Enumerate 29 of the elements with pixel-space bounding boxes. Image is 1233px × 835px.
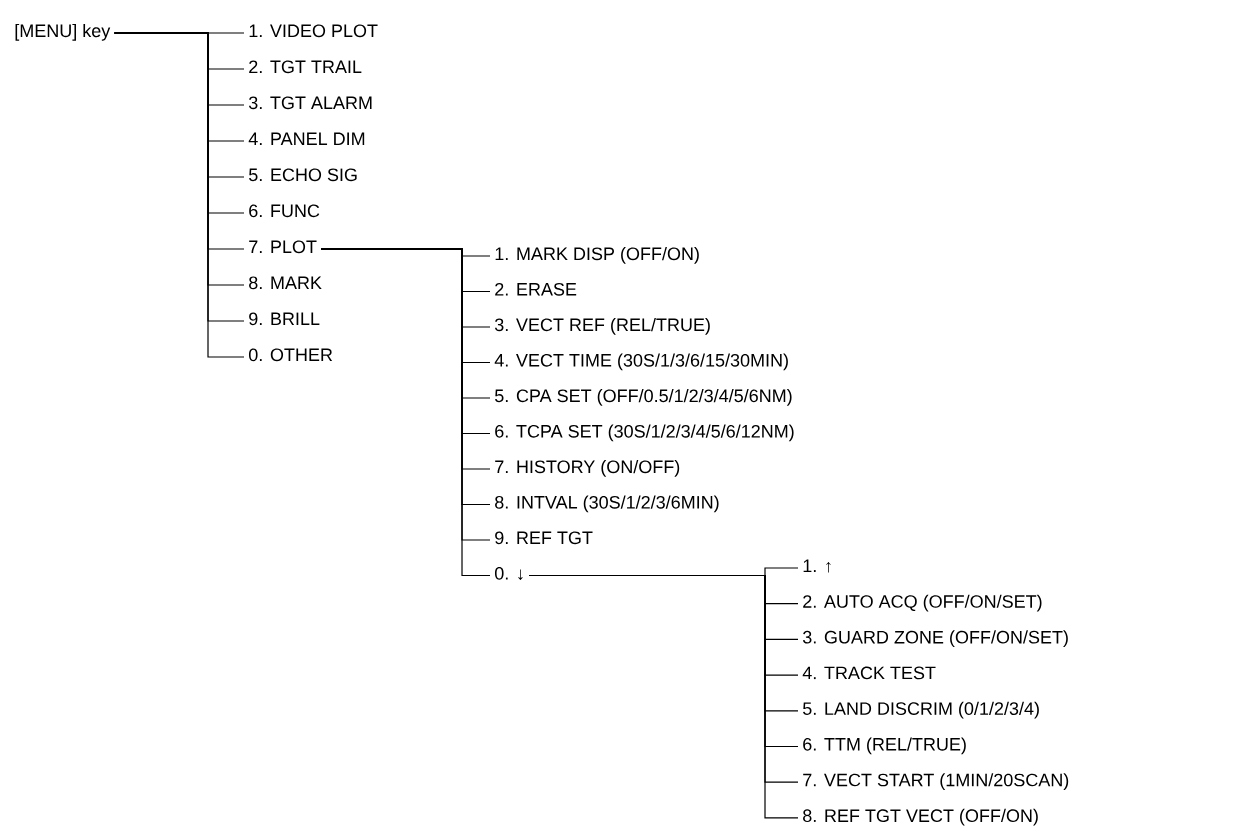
menu-item: 7. VECT START (1MIN/20SCAN): [803, 773, 1069, 790]
menu-item: 3. VECT REF (REL/TRUE): [494, 317, 710, 335]
menu-item: 1. VIDEO PLOT: [249, 24, 378, 38]
menu-item: 1. ↑: [803, 559, 831, 573]
menu-item: 0. ↓: [495, 566, 523, 581]
menu-item: 1. MARK DISP (OFF/ON): [495, 246, 699, 264]
menu-item: 4. TRACK TEST: [802, 666, 936, 680]
menu-item: 3. GUARD ZONE (OFF/ON/SET): [802, 630, 1068, 648]
menu-item: 8. MARK: [249, 276, 322, 290]
menu-item: 9. BRILL: [249, 312, 320, 326]
menu-item: 8. INTVAL (30S/1/2/3/6MIN): [495, 495, 719, 513]
menu-item: 2. TGT TRAIL: [249, 60, 362, 74]
menu-item: 5. LAND DISCRIM (0/1/2/3/4): [803, 701, 1039, 719]
menu-item: 2. ERASE: [495, 282, 577, 296]
menu-item: 4. PANEL DIM: [248, 132, 365, 145]
menu-item: 0. OTHER: [249, 348, 333, 362]
menu-item: [MENU] key: [15, 23, 111, 41]
menu-item: 8. REF TGT VECT (OFF/ON): [803, 808, 1038, 826]
menu-item: 9. REF TGT: [495, 531, 593, 545]
menu-item: 2. AUTO ACQ (OFF/ON/SET): [803, 594, 1042, 612]
menu-item: 4. VECT TIME (30S/1/3/6/15/30MIN): [494, 353, 788, 371]
menu-item: 6. TCPA SET (30S/1/2/3/4/5/6/12NM): [495, 424, 794, 442]
menu-item: 6. TTM (REL/TRUE): [803, 737, 966, 755]
menu-item: 6. FUNC: [249, 204, 320, 218]
menu-item: 7. HISTORY (ON/OFF): [495, 459, 680, 477]
menu-item: 7. PLOT: [249, 240, 317, 254]
menu-item: 5. CPA SET (OFF/0.5/1/2/3/4/5/6NM): [495, 388, 792, 406]
menu-item: 5. ECHO SIG: [249, 168, 357, 182]
menu-item: 3. TGT ALARM: [248, 96, 372, 110]
